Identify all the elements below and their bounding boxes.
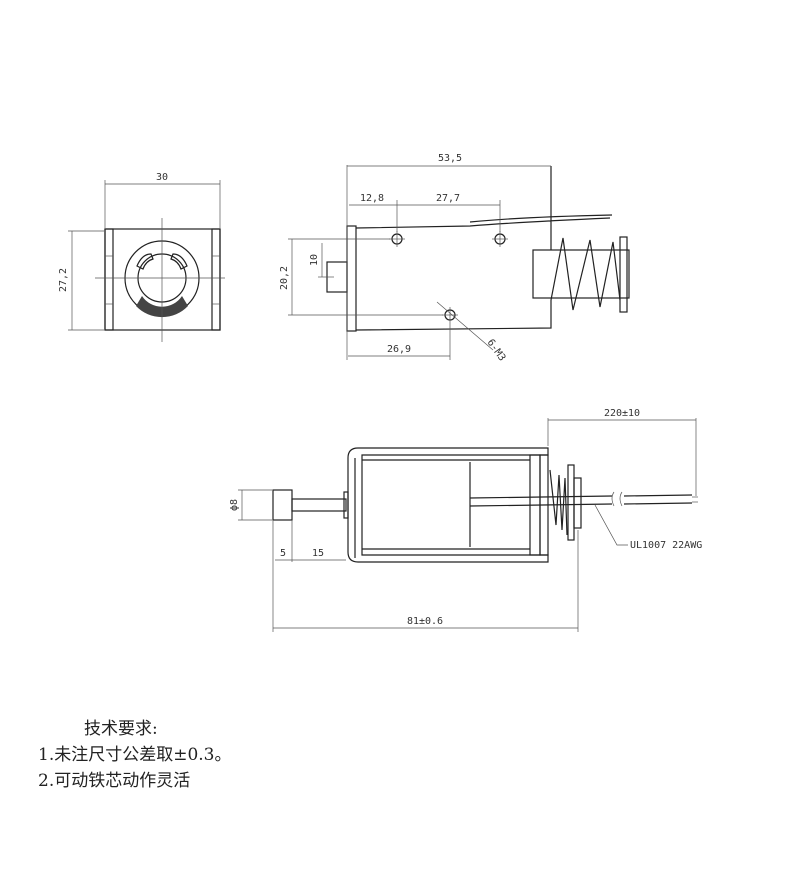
note-item: 1.未注尺寸公差取±0.3。 [38,745,232,765]
top-view: 53,5 12,8 27,7 20,2 10 26,9 6-M3 [279,153,630,363]
front-height-dim: 27,2 [58,268,69,292]
wire-spec-label: UL1007 22AWG [630,540,702,551]
stroke-dim: 15 [312,548,324,559]
notes-title: 技术要求: [84,719,158,739]
front-width-dim: 30 [156,172,168,183]
hole-vertical-dim: 20,2 [279,266,290,290]
plunger-diameter-dim: ϕ8 [229,499,240,511]
length-dim: 53,5 [438,153,462,164]
wire-length-dim: 220±10 [604,408,640,419]
hole-spacing-dim: 27,7 [436,193,460,204]
thread-callout: 6-M3 [485,337,508,363]
front-view: 30 27,2 [58,172,225,342]
technical-requirements: 技术要求: 1.未注尺寸公差取±0.3。 2.可动铁芯动作灵活 [38,716,232,794]
overall-length-dim: 81±0.6 [407,616,443,627]
hole-offset-dim: 12,8 [360,193,384,204]
hole-bottom-dim: 26,9 [387,344,411,355]
side-view: 220±10 UL1007 22AWG ϕ8 5 15 81±0.6 [229,408,702,632]
plunger-head-dim: 5 [280,548,286,559]
mounting-holes [389,231,508,360]
note-item: 2.可动铁芯动作灵活 [38,771,191,791]
stub-dim: 10 [309,254,320,266]
